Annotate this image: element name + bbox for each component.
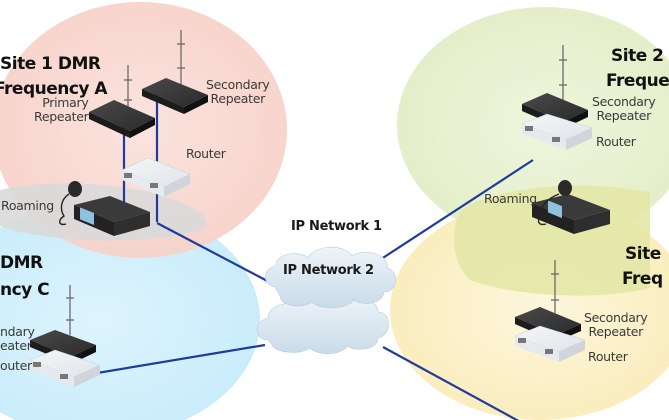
- label-line: Repeater: [34, 109, 89, 124]
- site-1-secondary-repeater-label: Secondary Repeater: [206, 78, 270, 106]
- site-1-title: Site 1 DMR Frequency A: [0, 52, 108, 102]
- site-4-router-label: Router: [588, 350, 628, 364]
- label-line: Repeater: [210, 91, 266, 106]
- roaming-left-mobile-radio: [59, 181, 150, 236]
- site-4-title-line-1: Site: [625, 244, 661, 264]
- link-site2-to-network1: [371, 159, 534, 266]
- site-3-title: DMR ncy C: [0, 251, 50, 303]
- site-1-secondary-antenna: [177, 30, 185, 84]
- label-line: Router: [186, 146, 226, 161]
- link-site4-to-network2: [382, 346, 519, 420]
- site-3-title-line-2: ncy C: [0, 280, 50, 300]
- link-site1-to-network1: [156, 222, 276, 286]
- site-3-title-line-1: DMR: [0, 253, 43, 273]
- site-2-secondary-repeater-label: Secondary Repeater: [592, 95, 656, 123]
- site-4-title-line-2: Freq: [622, 269, 663, 289]
- roaming-left-label: Roaming: [1, 199, 54, 213]
- label-line: Router: [596, 134, 636, 149]
- site-2-title: Site 2 Freque: [606, 44, 669, 94]
- site-1-secondary-repeater: [142, 78, 208, 114]
- site-1-primary-repeater: [89, 100, 155, 138]
- label-line: Secondary: [206, 77, 270, 92]
- site-1-title-line-2: Frequency A: [0, 79, 108, 99]
- label-line: ndary: [0, 324, 35, 339]
- site-3-router-label: outer: [0, 359, 32, 373]
- roaming-right-mobile-radio: [532, 180, 610, 234]
- site-1-router: [121, 157, 191, 197]
- label-line: Secondary: [584, 310, 648, 325]
- label-line: eater: [0, 338, 32, 353]
- site-1-primary-antenna: [124, 65, 132, 112]
- site-4-secondary-repeater-label: Secondary Repeater: [584, 311, 648, 339]
- site-2-router: [521, 113, 593, 150]
- label-text: Roaming: [484, 191, 537, 206]
- ip-network-1-cloud: [265, 246, 396, 309]
- label-text: Roaming: [1, 198, 54, 213]
- ip-network-1-label: IP Network 1: [291, 219, 382, 234]
- site-1-router-label: Router: [186, 147, 226, 161]
- site-2-antenna: [559, 45, 567, 100]
- roaming-right-label: Roaming: [484, 192, 537, 206]
- site-2-title-line-1: Site 2: [611, 46, 664, 66]
- site-4-antenna: [551, 260, 559, 313]
- site-1-primary-repeater-label: Primary Repeater: [34, 95, 89, 124]
- ip-network-2-label: IP Network 2: [283, 263, 374, 278]
- site-4-title: Site Freq: [622, 242, 663, 292]
- ip-network-2-cloud: [256, 294, 389, 355]
- label-line: Primary: [42, 95, 89, 110]
- site-4-router: [514, 325, 586, 362]
- site-3-secondary-repeater-label: ndary eater: [0, 324, 35, 353]
- label-line: outer: [0, 358, 32, 373]
- label-line: Repeater: [596, 108, 652, 123]
- label-line: Secondary: [592, 94, 656, 109]
- label-line: Repeater: [588, 324, 644, 339]
- site-1-title-line-1: Site 1 DMR: [0, 54, 101, 74]
- site-2-router-label: Router: [596, 135, 636, 149]
- site-3-router: [29, 349, 101, 387]
- label-line: Router: [588, 349, 628, 364]
- site-3-antenna: [66, 285, 74, 335]
- site-2-title-line-2: Freque: [606, 71, 669, 91]
